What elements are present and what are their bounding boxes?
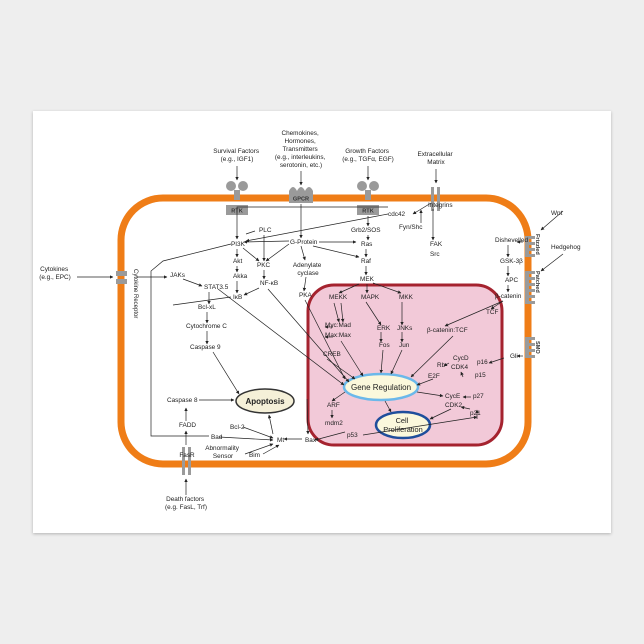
cell-proliferation-label: Cell Proliferation	[383, 416, 422, 434]
mkk: MKK	[399, 294, 414, 301]
p53: p53	[347, 432, 358, 439]
ras: Ras	[361, 241, 372, 248]
rtk-2-label: RTK	[362, 209, 374, 215]
p15: p15	[475, 372, 486, 379]
gene-regulation-label: Gene Regulation	[351, 383, 411, 392]
mdm2: mdm2	[325, 420, 343, 427]
receptor-patched: Patched	[525, 271, 540, 304]
apc: APC	[505, 277, 519, 284]
mek: MEK	[360, 276, 375, 283]
cytokine-receptor-label: Cytokine Receptor	[132, 269, 138, 318]
mapk: MAPK	[361, 294, 380, 301]
p27: p27	[473, 393, 484, 400]
tcf: TCF	[486, 309, 499, 316]
fasr-label: FasR	[179, 452, 195, 459]
hedgehog-label: Hedgehog	[551, 244, 581, 251]
apoptosis-box	[235, 388, 295, 414]
chemokines-label: Chemokines, Hormones, Transmitters (e.g.…	[275, 130, 327, 169]
adenylate-cyclase: Adenylate cyclase	[293, 262, 323, 277]
creb: CREB	[323, 351, 341, 358]
signal-transduction-diagram: RTK GPCR RTK Cytokine Receptor FasR Friz…	[39, 130, 581, 511]
jun: Jun	[399, 342, 410, 349]
bcl-2: Bcl-2	[230, 424, 245, 431]
grb2-sos: Grb2/SOS	[351, 227, 380, 234]
arf: ARF	[327, 402, 340, 409]
src: Src	[430, 251, 440, 258]
akka: Akka	[233, 273, 248, 280]
e2f: E2F	[428, 373, 440, 380]
bad: Bad	[211, 434, 223, 441]
frizzled-label: Frizzled	[534, 234, 540, 255]
nf-kb: NF-κB	[260, 280, 278, 287]
receptor-smo: SMO	[525, 337, 540, 358]
receptor-rtk-2: RTK	[357, 181, 379, 215]
gli: Gli	[510, 353, 518, 360]
poster-sheet: RTK GPCR RTK Cytokine Receptor FasR Friz…	[33, 111, 611, 533]
cycd: CycD	[453, 355, 469, 362]
myc-mad: Myc:Mad	[325, 322, 351, 329]
gene-regulation-box	[342, 372, 420, 402]
bim: Bim	[249, 452, 260, 459]
integrins: Integrins	[428, 202, 453, 209]
fadd: FADD	[179, 422, 196, 429]
g-protein: G-Protein	[290, 239, 318, 246]
jnks: JNKs	[397, 325, 412, 332]
death-factors-label: Death factors (e.g. FasL, Trf)	[165, 496, 207, 511]
cyce: CycE	[445, 393, 460, 400]
growth-factors-label: Growth Factors (e.g., TGFα, EGF)	[342, 148, 394, 163]
beta-catenin: β-catenin	[495, 293, 522, 300]
extracellular-matrix-label: Extracellular Matrix	[418, 151, 455, 166]
raf: Raf	[361, 258, 371, 265]
receptor-gpcr: GPCR	[289, 187, 313, 203]
erk: ERK	[377, 325, 391, 332]
receptor-frizzled: Frizzled	[525, 234, 540, 257]
akt: Akt	[233, 258, 242, 265]
mekk: MEKK	[329, 294, 348, 301]
beta-catenin-tcf: β-catenin:TCF	[427, 327, 468, 334]
patched-label: Patched	[534, 271, 540, 293]
receptor-fasr: FasR	[179, 447, 195, 475]
receptor-cytokine: Cytokine Receptor	[116, 269, 138, 318]
nucleus	[306, 283, 504, 447]
cell-proliferation-box	[374, 410, 432, 440]
pathway-arrows	[77, 166, 564, 495]
cytokines-label: Cytokines (e.g., EPC)	[39, 266, 71, 281]
cell-membrane	[117, 194, 532, 468]
apoptosis-label: Apoptosis	[245, 397, 285, 406]
smo-label: SMO	[534, 341, 540, 354]
bax: Bax	[305, 437, 317, 444]
p21: p21	[470, 410, 481, 417]
pathway-connectors	[150, 206, 388, 437]
caspase-8: Caspase 8	[167, 397, 198, 404]
survival-factors-label: Survival Factors (e.g., IGF1)	[213, 148, 261, 163]
ikb: IκB	[233, 294, 242, 301]
pkc: PKC	[257, 262, 271, 269]
dishevelled: Dishevelled	[495, 237, 528, 244]
cdc42: cdc42	[388, 211, 405, 218]
caspase-9: Caspase 9	[190, 344, 221, 351]
fak: FAK	[430, 241, 443, 248]
bcl-xl: Bcl-xL	[198, 304, 216, 311]
mt: Mt	[277, 437, 284, 444]
wnt-label: Wnt	[551, 210, 563, 217]
receptor-integrin	[431, 187, 440, 211]
node-labels: cdc42 Integrins Fyn/Shc Grb2/SOS PLC G-P…	[167, 202, 528, 460]
plc: PLC	[259, 227, 272, 234]
jaks: JAKs	[170, 272, 185, 279]
rb: Rb	[437, 362, 446, 369]
fos: Fos	[379, 342, 390, 349]
cdk2: CDK2	[445, 402, 462, 409]
gpcr-label: GPCR	[293, 197, 309, 203]
p16: p16	[477, 359, 488, 366]
pka: PKA	[299, 292, 313, 299]
gsk-3b: GSK-3β	[500, 258, 523, 265]
fyn-shc: Fyn/Shc	[399, 224, 423, 231]
max-max: Max:Max	[325, 332, 352, 339]
pi3k: PI3K	[231, 241, 246, 248]
cdk4: CDK4	[451, 364, 468, 371]
stat3-5: STAT3.5	[204, 284, 229, 291]
abnormality-sensor: Abnormality Sensor	[205, 445, 241, 460]
cytochrome-c: Cytochrome C	[186, 323, 227, 330]
